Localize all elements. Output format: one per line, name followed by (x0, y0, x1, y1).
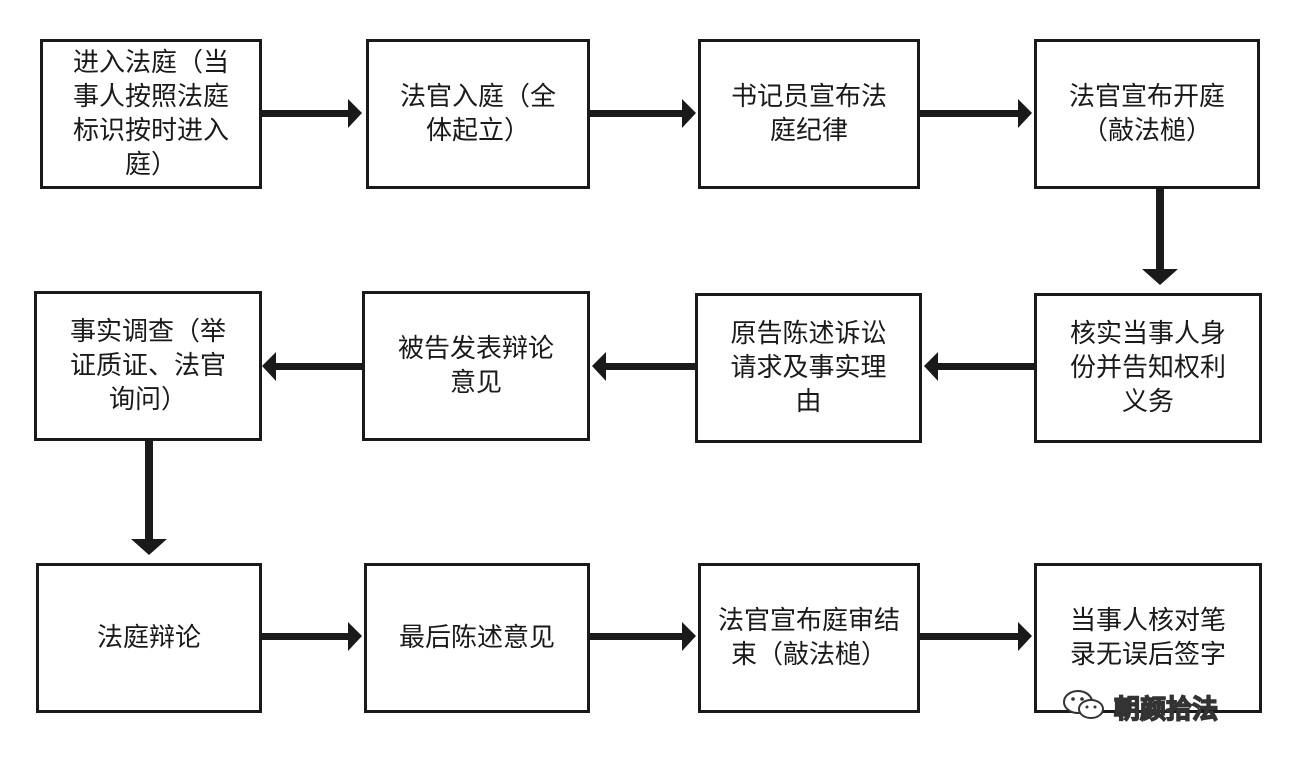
arrow-5-6 (924, 352, 1034, 381)
step-judge-enters: 法官入庭（全 体起立） (366, 39, 590, 189)
wechat-icon (1062, 688, 1106, 726)
step-enter-court: 进入法庭（当 事人按照法庭 标识按时进入 庭） (40, 39, 262, 189)
arrow-1-2 (262, 99, 362, 128)
watermark-text: 朝颜拾法 (1113, 694, 1219, 726)
step-defendant-argument: 被告发表辩论 意见 (362, 291, 590, 441)
arrow-9-10 (262, 622, 362, 651)
step-judge-closes-trial: 法官宣布庭审结 束（敲法槌） (698, 563, 920, 713)
step-clerk-announces-discipline: 书记员宣布法 庭纪律 (698, 39, 920, 189)
step-fact-investigation: 事实调查（举 证质证、法官 询问） (34, 291, 262, 441)
arrow-4-5 (1142, 189, 1178, 285)
step-sign-record: 当事人核对笔 录无误后签字 (1034, 563, 1262, 713)
arrow-11-12 (920, 622, 1032, 651)
step-plaintiff-statement: 原告陈述诉讼 请求及事实理 由 (695, 293, 922, 443)
watermark: 朝颜拾法 (1062, 688, 1219, 726)
arrow-3-4 (920, 99, 1032, 128)
arrow-7-8 (262, 352, 362, 381)
step-final-statement: 最后陈述意见 (364, 563, 590, 713)
arrow-2-3 (590, 99, 696, 128)
step-verify-identity: 核实当事人身 份并告知权利 义务 (1034, 293, 1262, 443)
step-judge-opens-court: 法官宣布开庭 （敲法槌） (1034, 39, 1260, 189)
step-court-debate: 法庭辩论 (36, 563, 262, 713)
arrow-10-11 (590, 622, 696, 651)
arrow-8-9 (131, 441, 167, 555)
arrow-6-7 (592, 352, 695, 381)
